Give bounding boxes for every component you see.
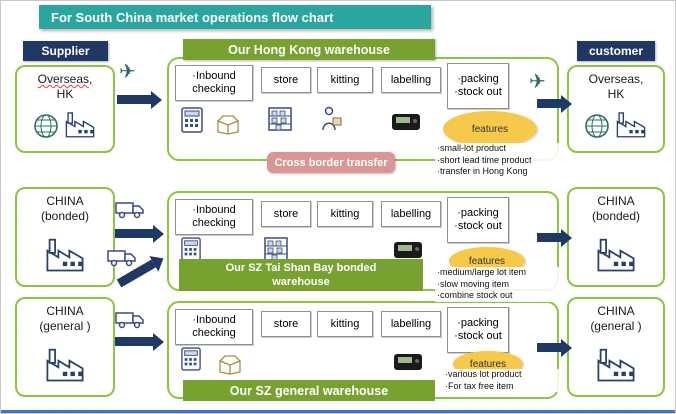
step-inbound-checking: ·Inbound checking [175, 309, 253, 345]
step-store: store [261, 201, 311, 227]
carton-box-icon [217, 353, 243, 375]
factory-icon [594, 345, 638, 388]
bottom-divider [1, 410, 675, 413]
warehouse-title-hong-kong: Our Hong Kong warehouse [183, 39, 435, 60]
supplier-node-china-general: CHINA (general ) [15, 297, 115, 397]
arrow-general-to-sz-general [115, 337, 153, 346]
features-list: ·small-lot product ·short lead time prod… [435, 143, 567, 179]
node-label: Overseas, HK [588, 72, 644, 101]
step-inbound-checking: ·Inbound checking [175, 65, 253, 101]
warehouse-row-sz-bonded: ·Inbound checking store kitting labellin… [167, 191, 567, 303]
step-kitting: kitting [317, 201, 373, 227]
storage-shelf-icon [267, 105, 293, 133]
supplier-node-china-bonded: CHINA (bonded) [15, 187, 115, 287]
arrow-hk-to-customer [537, 99, 561, 108]
truck-icon [115, 199, 145, 219]
node-label: CHINA (general ) [39, 304, 91, 333]
step-packing-stockout: ·packing ·stock out [447, 63, 509, 109]
factory-icon [594, 235, 638, 278]
globe-icon [33, 113, 59, 144]
step-labelling: labelling [381, 201, 441, 227]
step-packing-stockout: ·packing ·stock out [447, 307, 509, 353]
step-inbound-checking: ·Inbound checking [175, 199, 253, 235]
factory-icon [43, 235, 87, 278]
factory-icon [63, 109, 97, 144]
cross-border-transfer-label: Cross border transfer [267, 152, 395, 173]
step-labelling: labelling [381, 67, 441, 93]
node-label: CHINA (general ) [590, 304, 642, 333]
step-store: store [261, 67, 311, 93]
step-packing-stockout: ·packing ·stock out [447, 197, 509, 243]
supplier-node-overseas-hk: Overseas, HK [15, 65, 115, 153]
features-badge: features [443, 111, 537, 147]
customer-header: customer [577, 41, 655, 61]
step-store: store [261, 311, 311, 337]
step-labelling: labelling [381, 311, 441, 337]
node-label: CHINA (bonded) [40, 194, 90, 223]
customer-node-overseas-hk: Overseas, HK [567, 65, 665, 153]
page-title: For South China market operations flow c… [39, 5, 431, 29]
warehouse-title-sz-bonded: Our SZ Tai Shan Bay bonded warehouse [179, 259, 423, 291]
step-kitting: kitting [317, 67, 373, 93]
globe-icon [584, 113, 610, 144]
label-printer-icon [391, 113, 421, 131]
worker-icon [319, 105, 343, 133]
arrow-bonded-to-sz-bonded [115, 229, 153, 238]
factory-icon [614, 109, 648, 144]
customer-node-china-bonded: CHINA (bonded) [567, 187, 665, 287]
node-label: Overseas, HK [37, 72, 93, 101]
label-printer-icon [393, 353, 423, 371]
calculator-icon [181, 347, 201, 371]
airplane-icon: ✈ [529, 71, 546, 93]
warehouse-row-hong-kong: Our Hong Kong warehouse ·Inbound checkin… [167, 39, 567, 179]
step-kitting: kitting [317, 311, 373, 337]
factory-icon [43, 345, 87, 388]
truck-icon [115, 309, 145, 329]
warehouse-row-sz-general: ·Inbound checking store kitting labellin… [167, 301, 563, 401]
calculator-icon [181, 237, 201, 261]
node-label: CHINA (bonded) [591, 194, 641, 223]
carton-box-icon [215, 113, 241, 135]
arrow-supplier-to-hk [117, 95, 151, 104]
features-list: ·medium/large lot item ·slow moving item… [435, 267, 567, 303]
features-list: ·various lot product ·For tax free item [443, 369, 563, 393]
customer-node-china-general: CHINA (general ) [567, 297, 665, 397]
warehouse-title-sz-general: Our SZ general warehouse [183, 380, 435, 401]
arrow-sz-bonded-to-customer [537, 233, 561, 242]
calculator-icon [181, 107, 203, 133]
label-printer-icon [393, 241, 423, 259]
arrow-sz-general-to-customer [537, 343, 561, 352]
truck-icon [107, 247, 137, 267]
supplier-header: Supplier [23, 41, 108, 61]
airplane-icon: ✈ [119, 61, 136, 83]
